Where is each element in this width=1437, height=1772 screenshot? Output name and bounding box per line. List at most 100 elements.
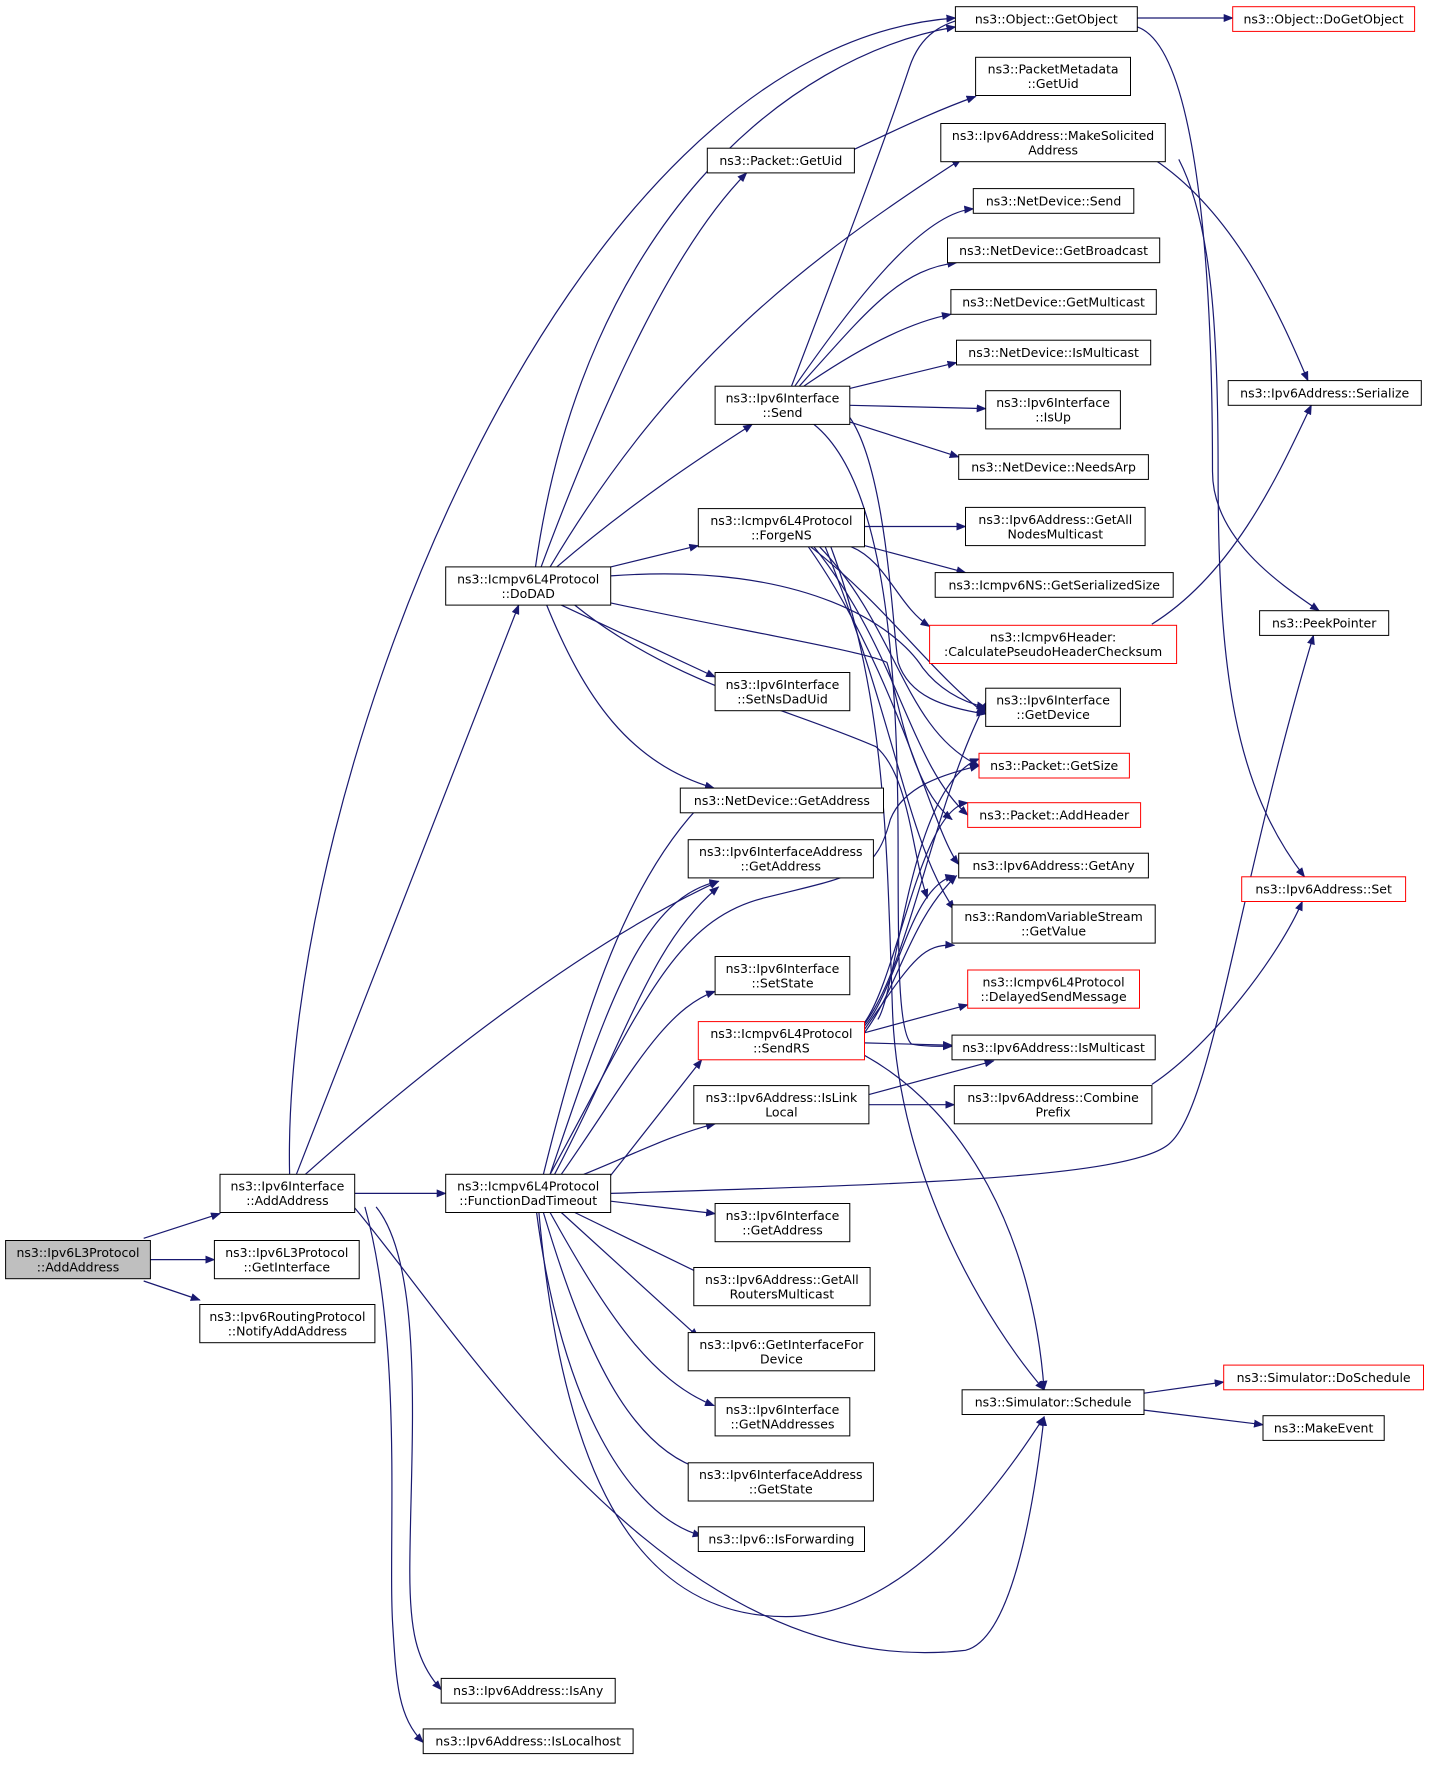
node-rp-notify[interactable]: ns3::Ipv6RoutingProtocol::NotifyAddAddre… <box>199 1304 376 1344</box>
node-forge-n-s[interactable]: ns3::Icmpv6L4Protocol::ForgeNS <box>697 508 865 548</box>
node-if-is-up[interactable]: ns3::Ipv6Interface::IsUp <box>985 390 1121 430</box>
node-ifa-get-address[interactable]: ns3::Ipv6InterfaceAddress::GetAddress <box>687 839 874 879</box>
node-label: Device <box>760 1351 803 1366</box>
call-edge <box>549 879 720 1175</box>
node-nd-needs-arp[interactable]: ns3::NetDevice::NeedsArp <box>958 454 1149 480</box>
node-label: ns3::NetDevice::GetBroadcast <box>959 243 1148 258</box>
node-if-get-n-addresses[interactable]: ns3::Ipv6Interface::GetNAddresses <box>714 1397 851 1437</box>
node-fdt[interactable]: ns3::Icmpv6L4Protocol::FunctionDadTimeou… <box>445 1173 612 1214</box>
node-pkt-get-size[interactable]: ns3::Packet::GetSize <box>978 752 1130 779</box>
node-addr-set[interactable]: ns3::Ipv6Address::Set <box>1241 876 1407 902</box>
node-calc-pseudo[interactable]: ns3::Icmpv6Header::CalculatePseudoHeader… <box>929 624 1178 664</box>
node-sim-schedule[interactable]: ns3::Simulator::Schedule <box>961 1389 1145 1416</box>
node-peek-pointer[interactable]: ns3::PeekPointer <box>1259 610 1390 636</box>
node-send-r-s[interactable]: ns3::Icmpv6L4Protocol::SendRS <box>697 1021 865 1061</box>
node-do-get-object[interactable]: ns3::Object::DoGetObject <box>1232 6 1416 32</box>
node-box <box>697 1526 865 1553</box>
node-box <box>1259 610 1390 636</box>
node-label: ns3::Ipv6Address::IsMulticast <box>962 1040 1145 1055</box>
call-edge <box>610 543 700 568</box>
node-label: ns3::Ipv6::GetInterfaceFor <box>699 1337 864 1352</box>
node-label: ns3::Ipv6Address::IsLink <box>706 1090 859 1105</box>
node-label: ns3::NetDevice::Send <box>986 194 1121 209</box>
node-root[interactable]: ns3::Ipv6L3Protocol::AddAddress <box>5 1240 151 1280</box>
call-edge <box>1151 900 1303 1085</box>
node-label: ns3::Icmpv6L4Protocol <box>710 1026 852 1041</box>
call-edge <box>864 1040 953 1049</box>
node-label: ns3::Ipv6RoutingProtocol <box>209 1309 365 1324</box>
node-box <box>440 1677 616 1704</box>
node-label: ns3::Simulator::Schedule <box>975 1395 1132 1410</box>
node-addr-is-multicast[interactable]: ns3::Ipv6Address::IsMulticast <box>951 1034 1156 1061</box>
node-get-object[interactable]: ns3::Object::GetObject <box>954 6 1138 32</box>
node-delayed-send[interactable]: ns3::Icmpv6L4Protocol::DelayedSendMessag… <box>967 969 1141 1009</box>
node-is-forwarding[interactable]: ns3::Ipv6::IsForwarding <box>697 1526 865 1553</box>
node-box <box>950 289 1157 315</box>
node-box <box>1262 1415 1385 1441</box>
node-if-get-device[interactable]: ns3::Ipv6Interface::GetDevice <box>985 687 1121 727</box>
node-label: ns3::Icmpv6L4Protocol <box>457 1179 599 1194</box>
node-box <box>693 1267 871 1307</box>
call-edge <box>849 417 987 717</box>
node-box <box>1232 6 1416 32</box>
node-nd-get-multicast[interactable]: ns3::NetDevice::GetMulticast <box>950 289 1157 315</box>
node-pm-get-uid[interactable]: ns3::PacketMetadata::GetUid <box>975 56 1131 96</box>
call-edge <box>610 634 1315 1194</box>
node-label: ns3::NetDevice::IsMulticast <box>968 345 1139 360</box>
node-if-set-state[interactable]: ns3::Ipv6Interface::SetState <box>714 956 851 996</box>
node-box <box>697 1021 865 1061</box>
call-edge <box>864 1054 1048 1391</box>
node-if-send[interactable]: ns3::Ipv6Interface::Send <box>714 385 851 425</box>
node-ns-ser-size[interactable]: ns3::Icmpv6NS::GetSerializedSize <box>934 572 1174 598</box>
node-box <box>445 566 612 606</box>
node-box <box>967 802 1142 828</box>
node-label: ns3::Ipv6InterfaceAddress <box>699 1467 863 1482</box>
node-get-any[interactable]: ns3::Ipv6Address::GetAny <box>958 852 1149 879</box>
node-box <box>714 956 851 996</box>
call-edge <box>561 604 717 678</box>
node-rvs-get-value[interactable]: ns3::RandomVariableStream::GetValue <box>951 904 1156 944</box>
call-edge <box>546 604 715 790</box>
node-nd-get-address[interactable]: ns3::NetDevice::GetAddress <box>679 787 884 814</box>
call-edge <box>143 1212 221 1239</box>
node-box <box>5 1240 151 1280</box>
node-if-add[interactable]: ns3::Ipv6Interface::AddAddress <box>219 1173 356 1214</box>
node-nd-is-multicast[interactable]: ns3::NetDevice::IsMulticast <box>956 339 1152 366</box>
call-edge <box>863 875 958 1034</box>
node-box <box>956 339 1152 366</box>
node-nd-send[interactable]: ns3::NetDevice::Send <box>972 188 1135 214</box>
node-label: ns3::RandomVariableStream <box>964 909 1142 924</box>
call-edge <box>863 701 987 1025</box>
node-box <box>953 1085 1153 1125</box>
node-ifa-get-state[interactable]: ns3::Ipv6InterfaceAddress::GetState <box>687 1462 874 1502</box>
node-pkt-get-uid[interactable]: ns3::Packet::GetUid <box>706 147 855 174</box>
node-box <box>697 508 865 548</box>
node-is-localhost[interactable]: ns3::Ipv6Address::IsLocalhost <box>422 1728 634 1755</box>
call-edge <box>798 259 958 387</box>
node-label: ns3::Ipv6Address::GetAny <box>973 858 1136 873</box>
call-edge <box>364 1206 424 1744</box>
node-serialize[interactable]: ns3::Ipv6Address::Serialize <box>1227 380 1422 406</box>
node-label: ::GetValue <box>1021 924 1086 939</box>
node-pkt-add-header[interactable]: ns3::Packet::AddHeader <box>967 802 1142 828</box>
node-make-event[interactable]: ns3::MakeEvent <box>1262 1415 1385 1441</box>
node-box <box>929 624 1178 664</box>
node-label: ns3::Ipv6Interface <box>726 1208 840 1223</box>
call-edge <box>863 874 956 1027</box>
node-if-get-address[interactable]: ns3::Ipv6Interface::GetAddress <box>714 1203 851 1243</box>
node-is-any[interactable]: ns3::Ipv6Address::IsAny <box>440 1677 616 1704</box>
node-label: ns3::Ipv6Address::MakeSolicited <box>952 128 1154 143</box>
node-set-ns-dad-uid[interactable]: ns3::Ipv6Interface::SetNsDadUid <box>714 672 851 712</box>
call-edge <box>560 990 717 1175</box>
call-edge <box>1178 159 1306 878</box>
node-l3-get-if[interactable]: ns3::Ipv6L3Protocol::GetInterface <box>213 1240 360 1280</box>
node-do-d-a-d[interactable]: ns3::Icmpv6L4Protocol::DoDAD <box>445 566 612 606</box>
node-sim-do-schedule[interactable]: ns3::Simulator::DoSchedule <box>1223 1364 1424 1391</box>
node-nd-get-broadcast[interactable]: ns3::NetDevice::GetBroadcast <box>947 237 1161 264</box>
